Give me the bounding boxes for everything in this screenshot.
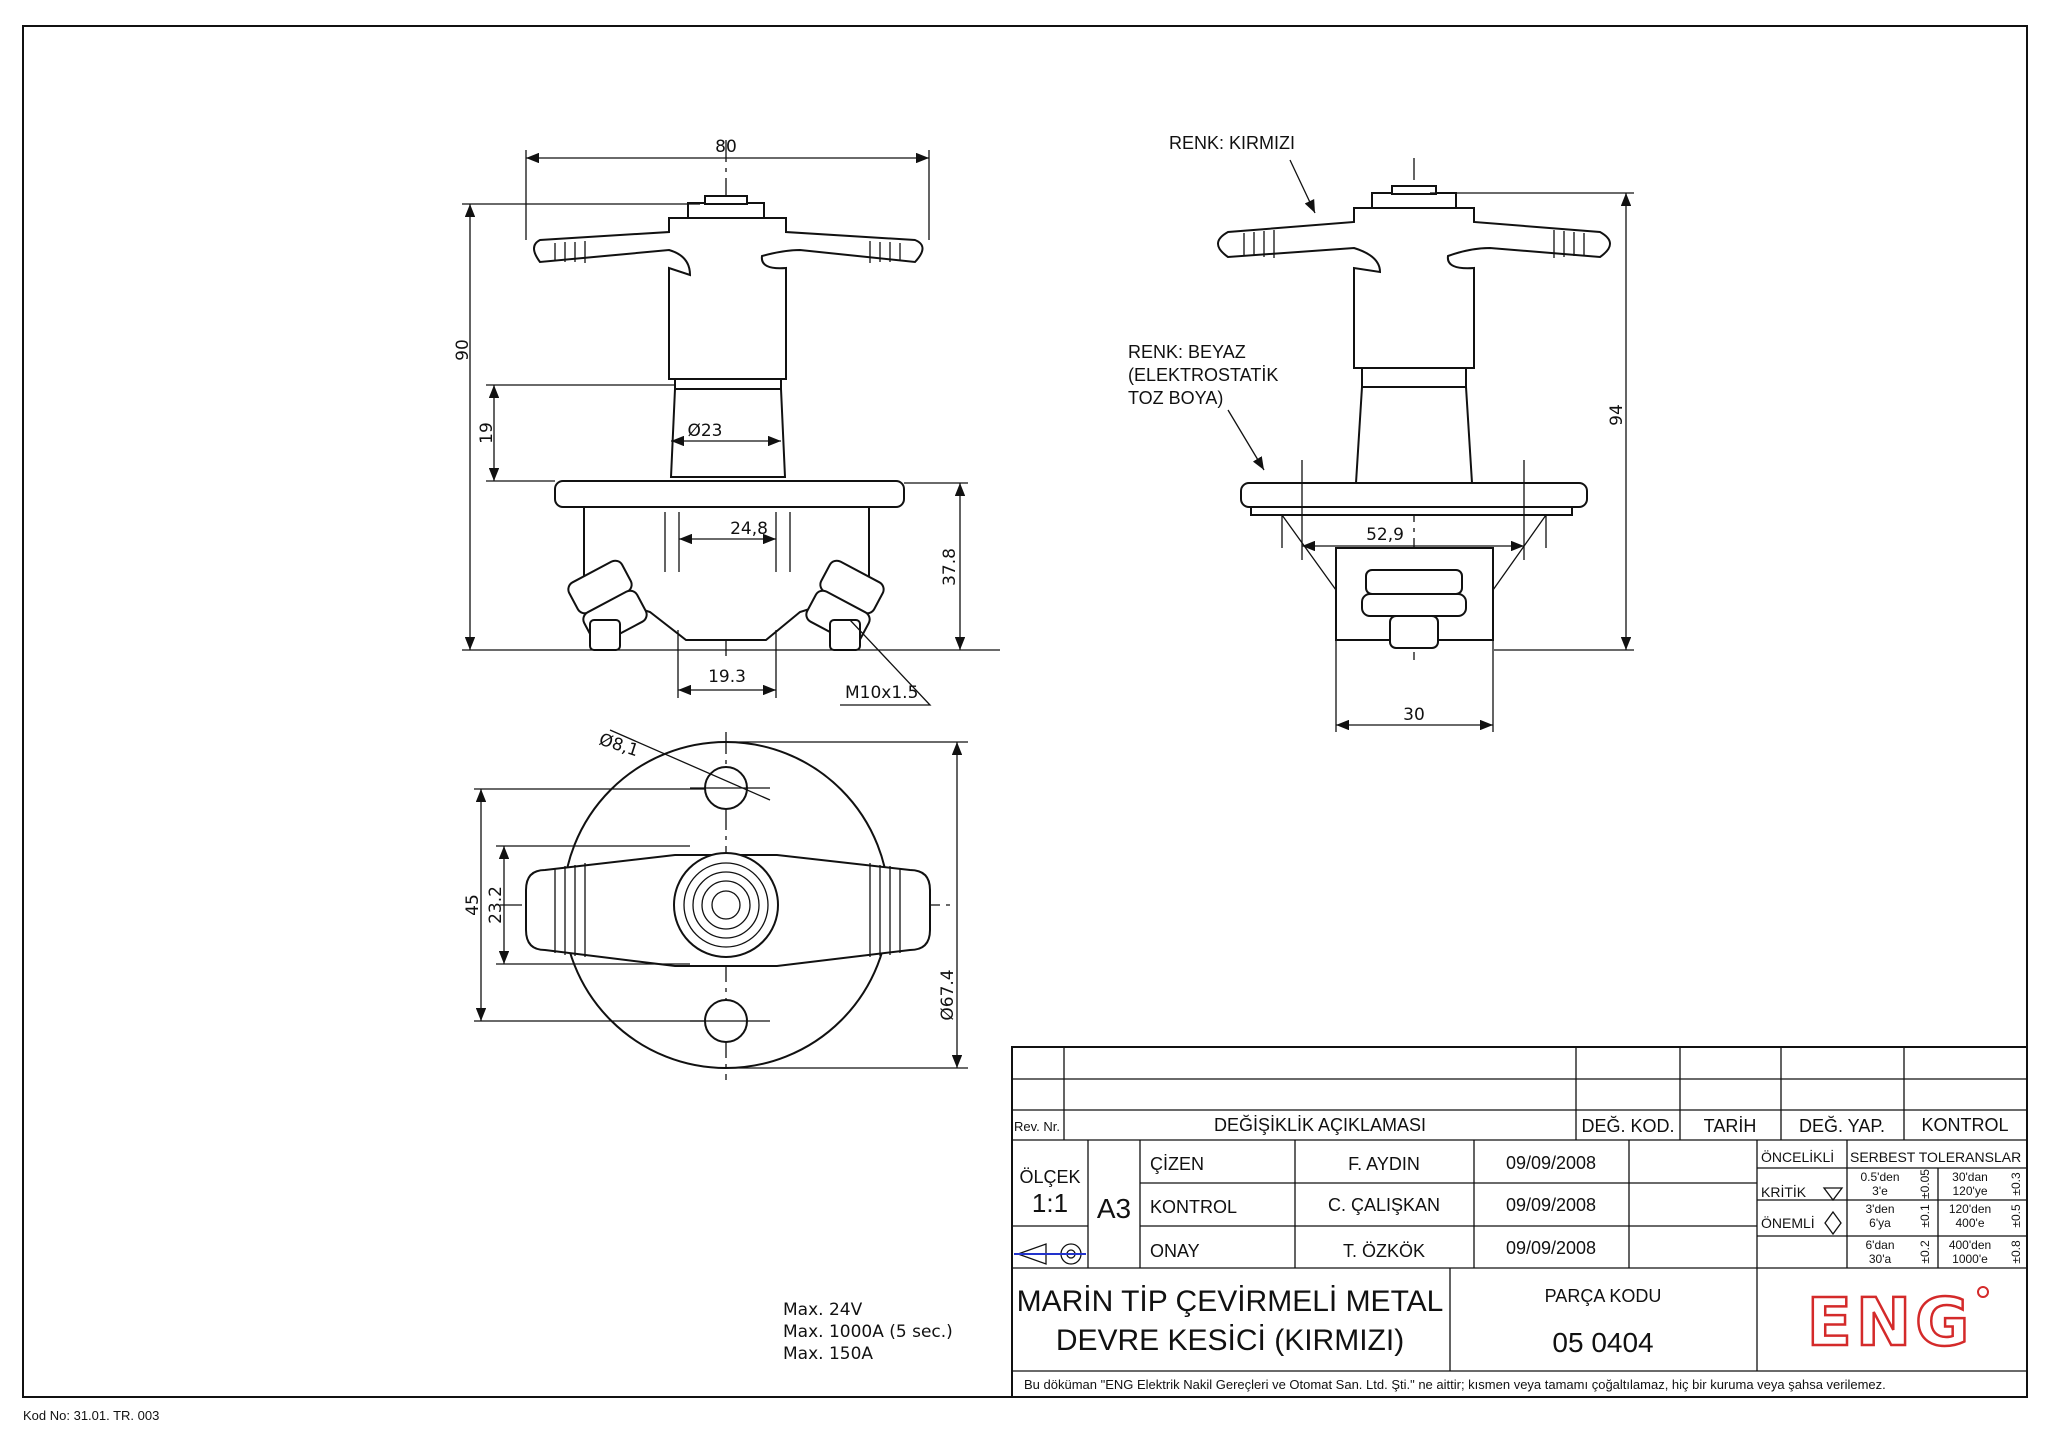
approval-role-drawn: ÇİZEN [1150,1154,1204,1174]
tolerance-value2: ±0.8 [2009,1240,2023,1264]
tolerance-value1: ±0.1 [1918,1204,1932,1228]
approval-role-approve: ONAY [1150,1241,1200,1261]
side-view: 94 52,9 30 RENK: KIRMIZI RENK: BEYAZ (EL… [1128,133,1634,732]
important-label: ÖNEMLİ [1761,1214,1815,1231]
terminal-nut-icon [1361,569,1467,649]
dim-width-80: 80 [715,137,737,157]
ratings-note: Max. 24V Max. 1000A (5 sec.) Max. 150A [783,1300,953,1364]
approval-name-drawn: F. AYDIN [1348,1154,1420,1174]
note-color-white-line2: (ELEKTROSTATİK [1128,365,1278,385]
tolerance-range2-from: 120'den [1949,1202,1991,1216]
eng-logo: ENG [1806,1283,1989,1362]
tolerance-range2-from: 400'den [1949,1238,1991,1252]
tolerance-range1-to: 6'ya [1869,1216,1891,1230]
tolerance-range1-from: 3'den [1866,1202,1895,1216]
tolerance-range1-to: 3'e [1872,1184,1888,1198]
critical-label: KRİTİK [1761,1183,1807,1200]
approval-date-approve: 09/09/2008 [1506,1238,1596,1258]
rev-date-header: TARİH [1704,1116,1757,1136]
dim-terminal-19-3: 19.3 [708,667,746,687]
rating-voltage: Max. 24V [783,1300,863,1320]
sheet-border [22,25,2028,1398]
approval-name-check: C. ÇALIŞKAN [1328,1195,1440,1215]
tolerance-range1-to: 30'a [1869,1252,1892,1266]
scale-label: ÖLÇEK [1019,1167,1080,1187]
approval-date-drawn: 09/09/2008 [1506,1153,1596,1173]
left-terminal-nut-icon [567,559,648,651]
tolerance-range2-to: 120'ye [1953,1184,1988,1198]
sheet-size: A3 [1097,1193,1131,1224]
tolerance-range1-from: 6'dan [1866,1238,1895,1252]
dim-flange-dia: Ø67.4 [938,969,958,1020]
dim-height-94: 94 [1607,404,1627,426]
approval-date-check: 09/09/2008 [1506,1195,1596,1215]
tolerance-range2-to: 1000'e [1952,1252,1988,1266]
title-block: Rev. Nr. DEĞİŞİKLİK AÇIKLAMASI DEĞ. KOD.… [1011,1046,2028,1398]
part-code-label: PARÇA KODU [1545,1286,1662,1306]
logo-text: ENG [1807,1284,1974,1361]
priority-header: ÖNCELİKLİ [1761,1148,1834,1165]
critical-triangle-icon [1822,1187,1844,1202]
tolerance-value1: ±0.2 [1918,1240,1932,1264]
note-color-white: RENK: BEYAZ [1128,342,1246,362]
tolerance-value1: ±0.05 [1918,1169,1932,1199]
dim-neck-19: 19 [477,422,497,444]
right-terminal-nut-icon [805,559,885,651]
rev-changed-by-header: DEĞ. YAP. [1799,1115,1885,1136]
part-code: 05 0404 [1552,1327,1653,1358]
rev-no-header: Rev. Nr. [1014,1119,1060,1134]
dim-body-37-8: 37.8 [940,548,960,586]
scale-value: 1:1 [1032,1188,1068,1218]
rev-check-header: KONTROL [1921,1115,2008,1135]
dim-body-30: 30 [1403,705,1425,725]
note-color-white-line3: TOZ BOYA) [1128,388,1223,408]
tolerance-range1-from: 0.5'den [1861,1170,1900,1184]
approval-name-approve: T. ÖZKÖK [1343,1241,1425,1261]
approval-role-check: KONTROL [1150,1197,1237,1217]
free-tolerance-header: SERBEST TOLERANSLAR [1850,1149,2021,1165]
part-title-line2: DEVRE KESİCİ (KIRMIZI) [1056,1324,1404,1357]
tolerance-range2-from: 30'dan [1952,1170,1988,1184]
knob-center-icon [673,852,779,958]
dim-handle-23-2: 23.2 [486,886,506,924]
note-color-red: RENK: KIRMIZI [1169,133,1295,153]
dim-hole-dia: Ø8,1 [596,730,641,762]
front-view: 80 90 19 Ø23 24,8 37.8 19.3 M10x1.5 [453,137,1000,706]
part-title-line1: MARİN TİP ÇEVİRMELİ METAL [1017,1285,1444,1318]
dim-height-90: 90 [453,339,473,361]
tolerance-value2: ±0.5 [2009,1204,2023,1228]
top-view: Ø8,1 45 23.2 Ø67.4 [463,729,968,1080]
important-diamond-icon [1824,1210,1842,1236]
tolerance-range2-to: 400'e [1956,1216,1985,1230]
rating-peak-current: Max. 1000A (5 sec.) [783,1322,953,1342]
document-code: Kod No: 31.01. TR. 003 [23,1408,159,1423]
rev-description-header: DEĞİŞİKLİK AÇIKLAMASI [1214,1114,1426,1135]
thread-label: M10x1.5 [845,683,918,703]
copyright-footer: Bu döküman "ENG Elektrik Nakil Gereçleri… [1024,1377,1886,1392]
tolerance-value2: ±0.3 [2009,1172,2023,1196]
dim-inner-24-8: 24,8 [730,519,768,539]
dim-base-52-9: 52,9 [1366,525,1404,545]
dim-hole-spacing-45: 45 [463,894,483,916]
projection-symbol-icon [1014,1243,1086,1265]
rating-current: Max. 150A [783,1344,873,1364]
rev-code-header: DEĞ. KOD. [1581,1115,1674,1136]
dim-neck-dia: Ø23 [687,421,722,441]
